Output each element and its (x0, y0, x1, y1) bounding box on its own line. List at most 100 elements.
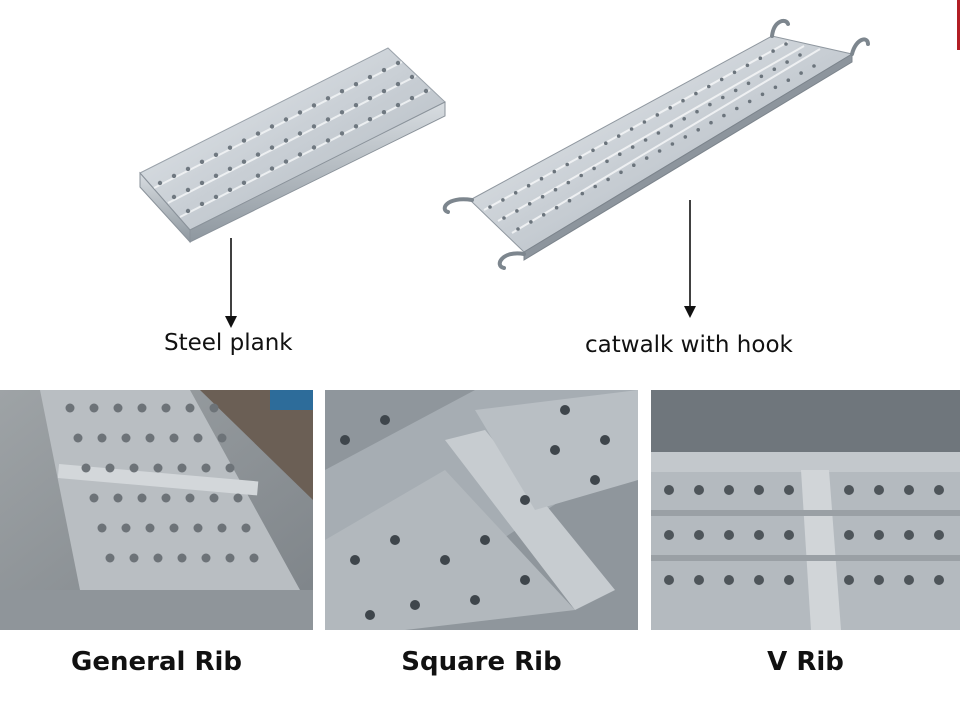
perforation-hole (241, 159, 247, 164)
perforation-hole (655, 113, 660, 117)
perforation-hole (169, 523, 179, 533)
perforation-hole (105, 553, 115, 563)
perforation-hole (255, 173, 261, 178)
perforation-hole (409, 95, 415, 101)
perforation-hole (874, 485, 884, 495)
perforation-hole (593, 184, 597, 189)
perforation-hole (339, 131, 345, 136)
perforation-hole (656, 131, 661, 135)
perforation-hole (552, 169, 557, 174)
perforation-hole (89, 493, 99, 503)
catwalk-label: catwalk with hook (585, 332, 793, 358)
perforation-hole (721, 95, 725, 100)
perforation-hole (353, 124, 359, 129)
perforation-hole (600, 435, 610, 445)
perforation-hole (746, 81, 751, 86)
perforation-hole (440, 555, 450, 565)
perforation-hole (193, 523, 203, 533)
perforation-hole (325, 117, 331, 122)
perforation-hole (874, 575, 884, 585)
perforation-hole (129, 463, 139, 473)
down-arrow-icon (684, 200, 696, 318)
perforation-hole (367, 117, 373, 122)
perforation-hole (904, 530, 914, 540)
perforation-hole (550, 445, 560, 455)
perforation-hole (669, 124, 674, 128)
perforation-hole (629, 127, 634, 131)
perforation-hole (213, 152, 219, 157)
perforation-hole (724, 485, 734, 495)
perforation-hole (520, 575, 530, 585)
perforation-hole (255, 131, 261, 136)
perforation-hole (632, 163, 636, 167)
perforation-hole (502, 216, 506, 220)
perforation-hole (227, 166, 233, 171)
perforation-hole (73, 433, 83, 443)
perforation-hole (732, 70, 737, 75)
perforation-hole (735, 106, 739, 111)
perforation-hole (683, 135, 688, 139)
perforation-hole (844, 485, 854, 495)
down-arrow-icon (225, 238, 237, 328)
perforation-hole (874, 530, 884, 540)
perforation-hole (934, 530, 944, 540)
perforation-hole (540, 194, 545, 199)
perforation-hole (516, 227, 520, 231)
perforation-hole (616, 134, 621, 138)
perforation-hole (707, 84, 711, 89)
perforation-hole (217, 433, 227, 443)
perforation-hole (161, 493, 171, 503)
perforation-hole (844, 575, 854, 585)
perforation-hole (353, 103, 359, 108)
perforation-hole (709, 120, 713, 125)
perforation-hole (113, 493, 123, 503)
perforation-hole (480, 535, 490, 545)
perforation-hole (97, 433, 107, 443)
steel-plank-image (139, 47, 446, 244)
perforation-hole (539, 176, 544, 181)
perforation-hole (695, 109, 699, 114)
perforation-hole (760, 92, 765, 97)
perforation-hole (213, 194, 219, 200)
perforation-hole (724, 530, 734, 540)
perforation-hole (773, 85, 778, 90)
perforation-hole (193, 433, 203, 443)
perforation-hole (297, 110, 303, 115)
perforation-hole (81, 463, 91, 473)
perforation-hole (201, 553, 211, 563)
perforation-hole (488, 205, 492, 209)
perforation-hole (719, 77, 724, 82)
perforation-hole (630, 145, 635, 149)
perforation-hole (381, 88, 387, 94)
perforation-hole (381, 110, 387, 115)
perforation-hole (664, 485, 674, 495)
perforation-hole (784, 530, 794, 540)
perforation-hole (185, 403, 195, 413)
perforation-hole (844, 530, 854, 540)
perforation-hole (754, 575, 764, 585)
perforation-hole (798, 53, 802, 57)
perforation-hole (553, 187, 558, 192)
perforation-hole (169, 433, 179, 443)
perforation-hole (754, 530, 764, 540)
perforation-hole (199, 180, 205, 186)
perforation-hole (745, 63, 750, 68)
perforation-hole (129, 553, 139, 563)
perforation-hole (121, 523, 131, 533)
perforation-hole (367, 74, 373, 80)
perforation-hole (311, 124, 317, 129)
perforation-hole (153, 463, 163, 473)
perforation-hole (772, 67, 777, 71)
perforation-hole (771, 49, 775, 53)
v-rib-photo (651, 390, 960, 630)
perforation-hole (350, 555, 360, 565)
perforation-hole (325, 138, 331, 143)
perforation-hole (682, 117, 686, 121)
perforation-hole (395, 102, 401, 108)
perforation-hole (145, 523, 155, 533)
perforation-hole (171, 194, 177, 200)
perforation-hole (105, 463, 115, 473)
perforation-hole (578, 155, 582, 160)
perforation-hole (592, 166, 596, 171)
perforation-hole (410, 600, 420, 610)
